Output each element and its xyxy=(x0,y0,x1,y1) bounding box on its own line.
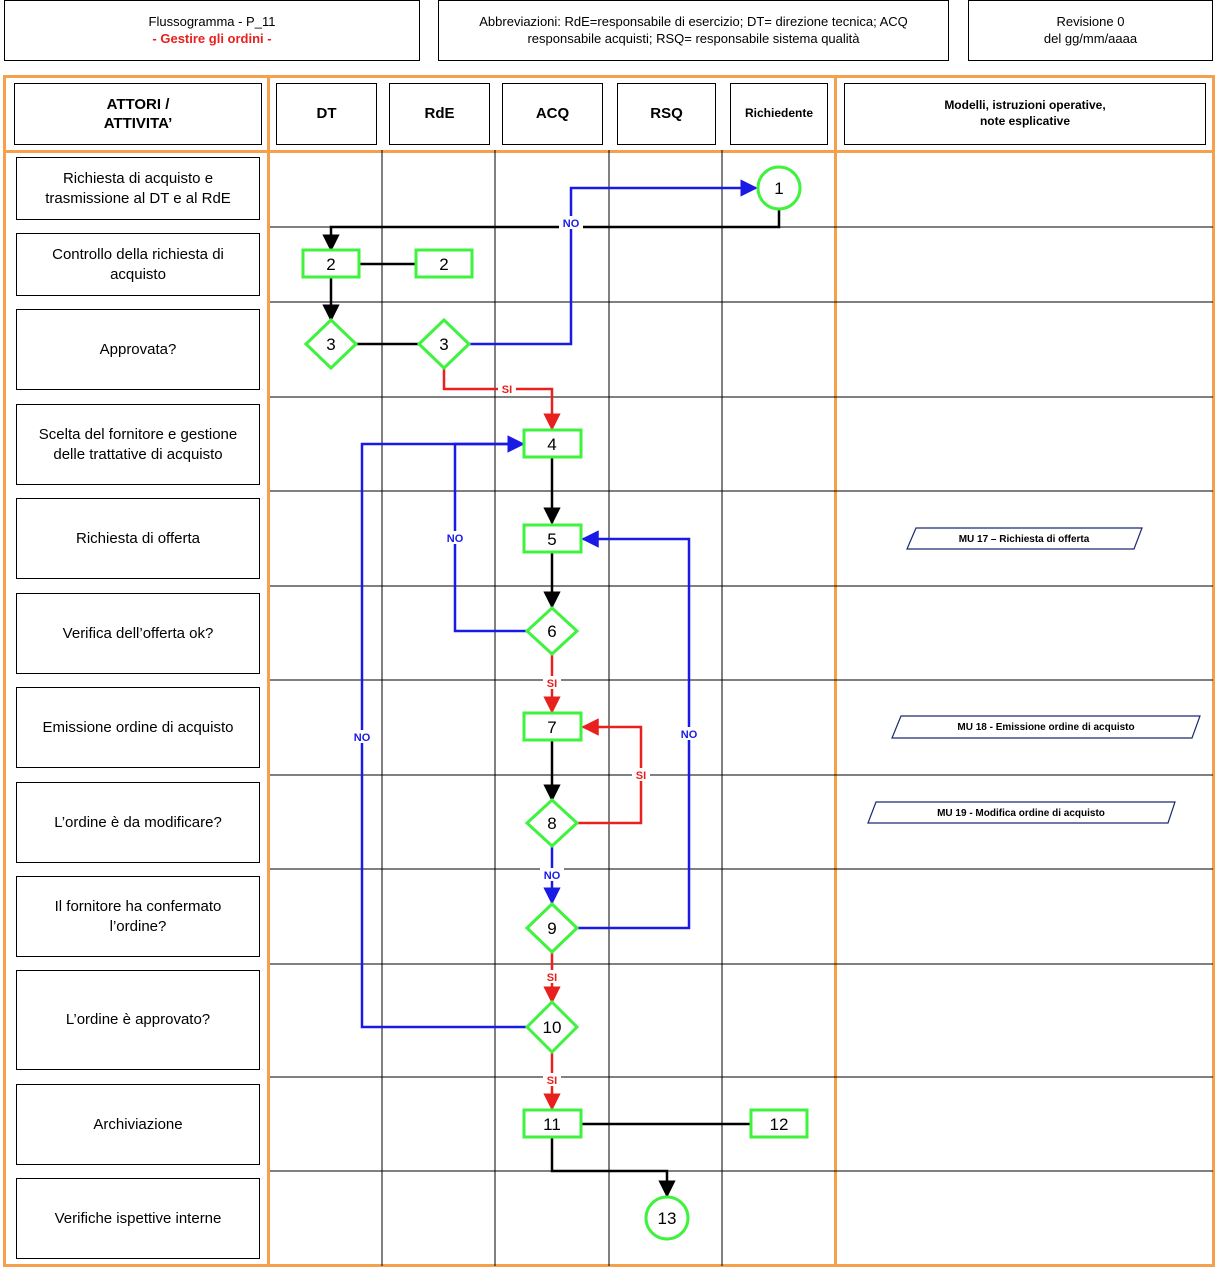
flowchart-title: Flussogramma - P_11 xyxy=(148,14,276,30)
activity-verifiche-ispettive: Verifiche ispettive interne xyxy=(16,1178,260,1259)
node-9-decision xyxy=(524,901,580,955)
node-13-label: 13 xyxy=(658,1209,677,1228)
node-10-decision xyxy=(524,999,580,1055)
flow-1-to-2 xyxy=(322,210,781,252)
node-3b-label: 3 xyxy=(439,335,448,354)
column-header-actors: ATTORI / ATTIVITA’ xyxy=(14,83,262,145)
column-header-richiedente: Richiedente xyxy=(730,83,828,145)
node-8-label: 8 xyxy=(547,814,556,833)
header-title-box: Flussogramma - P_11 - Gestire gli ordini… xyxy=(4,0,420,61)
node-12-label: 12 xyxy=(770,1115,789,1134)
label-si-10: SI xyxy=(547,1075,557,1087)
node-12 xyxy=(749,1108,809,1139)
node-7 xyxy=(522,711,583,742)
label-si-9: SI xyxy=(547,972,557,984)
label-si-3: SI xyxy=(502,384,512,396)
activity-richiesta-acquisto: Richiesta di acquisto e trasmissione al … xyxy=(16,157,260,220)
doc-mu18 xyxy=(891,715,1201,739)
flowchart-subtitle: - Gestire gli ordini - xyxy=(152,30,272,46)
node-1-label: 1 xyxy=(774,179,783,198)
node-2-rde xyxy=(414,248,474,279)
doc-mu19 xyxy=(867,801,1176,824)
doc-mu17 xyxy=(906,527,1143,550)
node-1-start xyxy=(756,165,802,211)
column-header-acq: ACQ xyxy=(502,83,603,145)
flow-3-no-to-1 xyxy=(470,179,758,346)
flow-9-no-to-5 xyxy=(577,530,691,930)
label-no-10: NO xyxy=(354,732,371,744)
revision-date: del gg/mm/aaaa xyxy=(1043,30,1138,46)
activity-archiviazione: Archiviazione xyxy=(16,1084,260,1165)
activity-verifica-offerta: Verifica dell’offerta ok? xyxy=(16,593,260,674)
column-header-models: Modelli, istruzioni operative, note espl… xyxy=(844,83,1206,145)
node-3-dt-decision xyxy=(303,317,359,371)
header-abbrev-box: Abbreviazioni: RdE=responsabile di eserc… xyxy=(438,0,949,61)
activity-fornitore-conferma: Il fornitore ha confermato l’ordine? xyxy=(16,876,260,957)
node-2a-label: 2 xyxy=(326,255,335,274)
doc-mu17-label: MU 17 – Richiesta di offerta xyxy=(959,534,1090,545)
node-9-label: 9 xyxy=(547,919,556,938)
node-7-label: 7 xyxy=(547,718,556,737)
label-si-6: SI xyxy=(547,678,557,690)
models-column-frame xyxy=(834,75,1215,1267)
flow-11-to-13 xyxy=(550,1138,676,1198)
activity-controllo-richiesta: Controllo della richiesta di acquisto xyxy=(16,233,260,296)
node-3-rde-decision xyxy=(416,317,472,371)
node-5 xyxy=(522,523,583,554)
activity-scelta-fornitore: Scelta del fornitore e gestione delle tr… xyxy=(16,404,260,485)
doc-mu19-label: MU 19 - Modifica ordine di acquisto xyxy=(937,808,1105,819)
header-revision-box: Revisione 0 del gg/mm/aaaa xyxy=(968,0,1213,61)
column-header-dt: DT xyxy=(276,83,377,145)
node-4-label: 4 xyxy=(547,435,556,454)
activity-emissione-ordine: Emissione ordine di acquisto xyxy=(16,687,260,768)
node-2b-label: 2 xyxy=(439,255,448,274)
flow-3-si-to-4 xyxy=(442,367,561,431)
node-4 xyxy=(522,428,583,459)
node-6-decision xyxy=(524,605,580,657)
node-8-decision xyxy=(524,797,580,849)
activity-approvata: Approvata? xyxy=(16,309,260,390)
flow-8-si-to-7 xyxy=(577,718,643,825)
column-header-rsq: RSQ xyxy=(617,83,716,145)
label-no-9: NO xyxy=(681,729,698,741)
abbreviations-text: Abbreviazioni: RdE=responsabile di eserc… xyxy=(479,14,908,46)
node-13-end xyxy=(644,1195,690,1241)
activity-ordine-approvato: L’ordine è approvato? xyxy=(16,970,260,1070)
activity-ordine-da-modificare: L’ordine è da modificare? xyxy=(16,782,260,863)
node-5-label: 5 xyxy=(547,530,556,549)
node-6-label: 6 xyxy=(547,622,556,641)
label-no-3: NO xyxy=(563,218,580,230)
column-header-rde: RdE xyxy=(389,83,490,145)
label-si-8: SI xyxy=(636,770,646,782)
node-2-dt xyxy=(301,248,361,279)
activity-richiesta-offerta: Richiesta di offerta xyxy=(16,498,260,579)
revision-number: Revisione 0 xyxy=(1056,14,1125,30)
node-3a-label: 3 xyxy=(326,335,335,354)
node-10-label: 10 xyxy=(543,1018,562,1037)
node-11-label: 11 xyxy=(543,1115,561,1134)
label-no-6: NO xyxy=(447,533,464,545)
label-no-8: NO xyxy=(544,870,561,882)
node-11 xyxy=(522,1108,583,1139)
doc-mu18-label: MU 18 - Emissione ordine di acquisto xyxy=(957,722,1134,733)
